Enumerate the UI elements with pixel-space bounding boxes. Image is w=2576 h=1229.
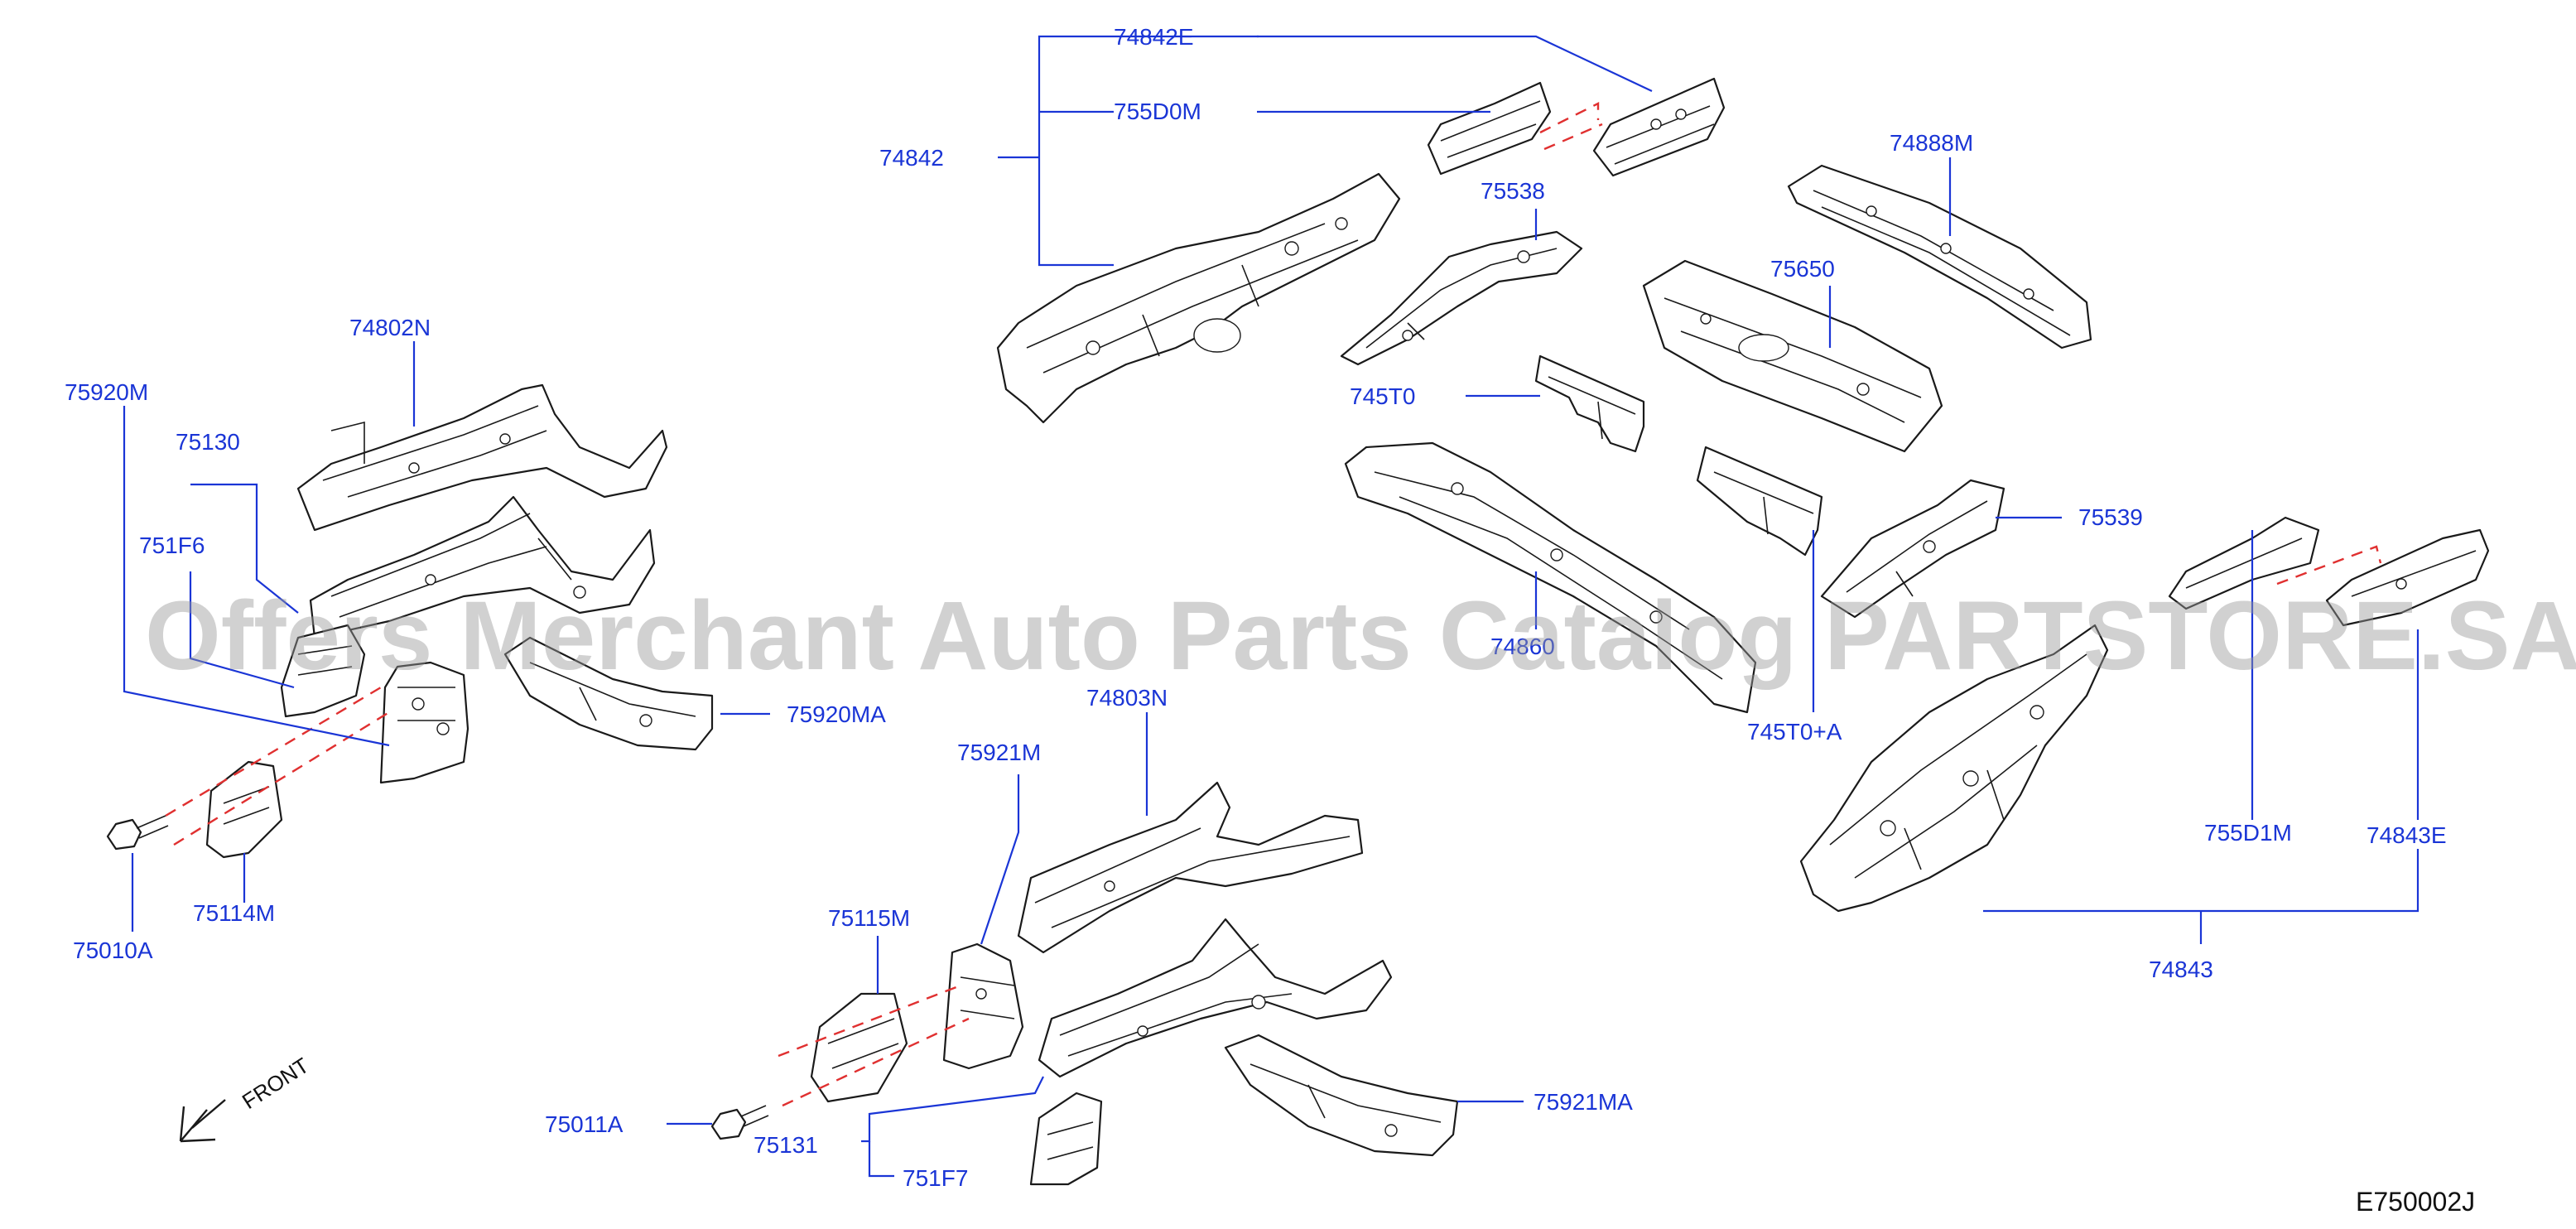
callout-74842[interactable]: 74842 [879, 145, 944, 171]
callout-74842E[interactable]: 74842E [1114, 24, 1194, 50]
bolt-icon[interactable] [106, 815, 169, 851]
part-74842[interactable] [996, 172, 1401, 424]
part-75115M[interactable] [810, 992, 908, 1103]
part-74888M[interactable] [1787, 164, 2092, 349]
callout-74803N[interactable]: 74803N [1086, 685, 1168, 711]
part-745T0[interactable] [1534, 354, 1645, 453]
front-label: FRONT [238, 1053, 314, 1114]
part-75921MA[interactable] [1224, 1034, 1459, 1157]
diagram-code: E750002J [2356, 1187, 2475, 1217]
part-75114M[interactable] [205, 760, 283, 859]
callout-74860[interactable]: 74860 [1490, 634, 1555, 659]
watermark: Offers Merchant Auto Parts Catalog PARTS… [145, 581, 2576, 691]
callout-74888M[interactable]: 74888M [1890, 130, 1973, 156]
callout-75920M[interactable]: 75920M [65, 379, 148, 405]
part-751F7[interactable] [1029, 1092, 1103, 1186]
part-74842E[interactable] [1592, 77, 1726, 177]
part-74802N[interactable] [296, 383, 668, 532]
part-755D1M[interactable] [2168, 516, 2320, 610]
part-75921M[interactable] [942, 942, 1024, 1070]
callout-755D1M[interactable]: 755D1M [2204, 820, 2292, 846]
part-75538[interactable] [1340, 230, 1583, 366]
part-755D0M[interactable] [1427, 81, 1552, 176]
part-745T0A[interactable] [1696, 446, 1823, 557]
part-74843[interactable] [1799, 624, 2109, 913]
bolt-icon[interactable] [710, 1105, 769, 1140]
callout-75130[interactable]: 75130 [176, 429, 240, 455]
callout-74802N[interactable]: 74802N [349, 315, 431, 340]
callout-755D0M[interactable]: 755D0M [1114, 99, 1201, 124]
callout-745T0A[interactable]: 745T0+A [1747, 719, 1842, 745]
callout-751F7[interactable]: 751F7 [903, 1165, 968, 1191]
part-75130[interactable] [309, 495, 656, 639]
callout-75115M[interactable]: 75115M [828, 905, 910, 931]
cut-line-75115M [778, 984, 970, 1107]
callout-75011A[interactable]: 75011A [545, 1111, 624, 1137]
part-75131[interactable] [1038, 918, 1393, 1078]
leader-lines [123, 35, 2420, 1178]
part-75539[interactable] [1820, 479, 2005, 619]
front-arrow-icon [179, 1099, 226, 1143]
callout-751F6[interactable]: 751F6 [139, 533, 205, 558]
callout-75921MA[interactable]: 75921MA [1534, 1089, 1633, 1115]
callout-75921M[interactable]: 75921M [957, 740, 1041, 765]
part-75920M[interactable] [379, 661, 469, 784]
part-74860[interactable] [1344, 441, 1757, 714]
callout-75539[interactable]: 75539 [2078, 504, 2143, 530]
part-75920MA[interactable] [503, 636, 714, 751]
cut-line-75114M [165, 686, 390, 846]
callout-745T0[interactable]: 745T0 [1350, 383, 1415, 409]
part-751F6[interactable] [280, 624, 366, 718]
part-74843E[interactable] [2325, 528, 2490, 627]
callout-75114M[interactable]: 75114M [193, 900, 275, 926]
callout-75131[interactable]: 75131 [754, 1132, 818, 1158]
callout-75920MA[interactable]: 75920MA [787, 701, 886, 727]
callout-75010A[interactable]: 75010A [73, 937, 153, 963]
cut-line-755D1M [2276, 545, 2382, 586]
callout-74843E[interactable]: 74843E [2367, 822, 2447, 848]
callout-74843[interactable]: 74843 [2149, 957, 2213, 982]
callout-75650[interactable]: 75650 [1770, 256, 1835, 282]
part-75650[interactable] [1642, 259, 1943, 453]
part-74803N[interactable] [1017, 781, 1364, 954]
cut-line-755D0M [1539, 102, 1603, 151]
callout-labels: 74842E 755D0M 74842 74888M 75538 75650 7… [65, 24, 2447, 1191]
callout-75538[interactable]: 75538 [1481, 178, 1545, 204]
